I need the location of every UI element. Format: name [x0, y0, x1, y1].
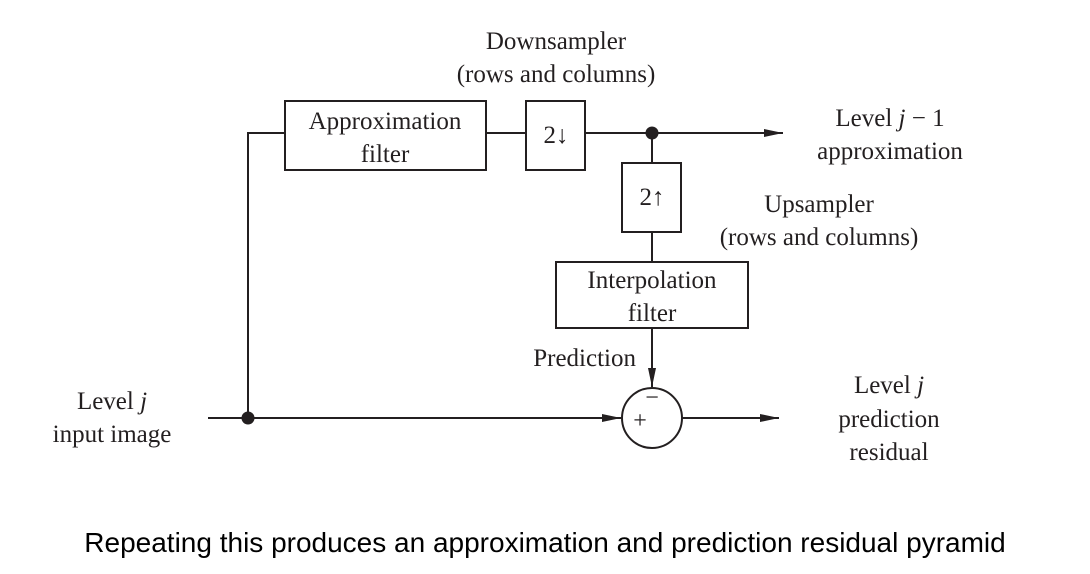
upsampler-sublabel: (rows and columns) [720, 224, 919, 251]
upsampler-label: Upsampler [764, 191, 874, 218]
upsampler-box [621, 162, 682, 233]
residual-sublabel-residual: residual [849, 439, 928, 466]
branch-wire [247, 132, 285, 418]
caption: Repeating this produces an approximation… [84, 527, 1006, 558]
interpolation-filter-sublabel: filter [628, 300, 677, 327]
input-sublabel: input image [53, 421, 172, 448]
output-junction-dot [645, 126, 659, 140]
prediction-label: Prediction [533, 345, 636, 372]
downsample-symbol: 2↓ [544, 122, 569, 149]
downsampler-sublabel: (rows and columns) [457, 61, 656, 88]
approximation-filter-sublabel: filter [361, 141, 410, 168]
output-approximation-label: Level j − 1 [835, 105, 944, 132]
summing-junction [621, 387, 683, 449]
approximation-filter-label: Approximation [309, 108, 462, 135]
output-approximation-sublabel: approximation [817, 138, 963, 165]
approximation-filter-box [284, 100, 487, 171]
interpolation-filter-label: Interpolation [587, 267, 717, 294]
interpolation-filter-box [555, 261, 749, 329]
input-label: Level j [77, 388, 147, 415]
downsampler-label: Downsampler [486, 28, 627, 55]
upsample-symbol: 2↑ [640, 184, 665, 211]
summing-minus-sign: − [645, 385, 659, 411]
residual-label: Level j [854, 372, 924, 399]
downsampler-box [525, 100, 586, 171]
summing-plus-sign: + [633, 408, 647, 434]
input-junction-dot [241, 411, 255, 425]
residual-sublabel-prediction: prediction [838, 406, 940, 433]
